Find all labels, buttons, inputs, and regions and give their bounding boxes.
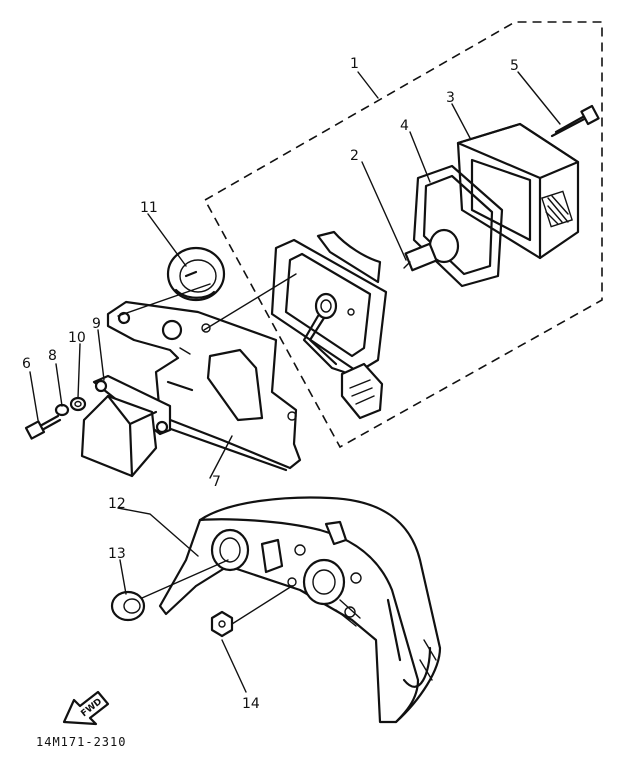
callout-7: 7 — [212, 474, 221, 490]
screw-part-5 — [550, 104, 600, 138]
lamp-socket-plate — [270, 230, 388, 420]
callout-2: 2 — [350, 148, 359, 164]
lens-cover-part-3 — [456, 122, 580, 260]
cap-part-11 — [166, 246, 226, 302]
washer-part-10 — [69, 396, 87, 412]
callout-5: 5 — [510, 58, 519, 74]
grommet-part-13 — [110, 590, 146, 622]
bracket-part-7 — [106, 300, 302, 472]
callout-6: 6 — [22, 356, 31, 372]
callout-9: 9 — [92, 316, 101, 332]
screw-part-6 — [24, 414, 62, 440]
callout-11: 11 — [140, 200, 158, 216]
callout-3: 3 — [446, 90, 455, 106]
reflector-part-9 — [80, 374, 172, 478]
callout-4: 4 — [400, 118, 409, 134]
callout-12: 12 — [108, 496, 126, 512]
callout-1: 1 — [350, 56, 359, 72]
tail-housing-part-12 — [158, 496, 442, 724]
forward-arrow-icon: FWD — [62, 690, 110, 726]
drawing-code: 14M171-2310 — [36, 735, 126, 749]
callout-10: 10 — [68, 330, 86, 346]
assembly-1-boundary — [203, 21, 603, 449]
bulb-part-2 — [403, 228, 460, 272]
gasket-part-4 — [412, 164, 504, 288]
callout-13: 13 — [108, 546, 126, 562]
callout-8: 8 — [48, 348, 57, 364]
callout-14: 14 — [242, 696, 260, 712]
leader-lines — [29, 71, 561, 693]
nut-part-14 — [210, 610, 234, 638]
